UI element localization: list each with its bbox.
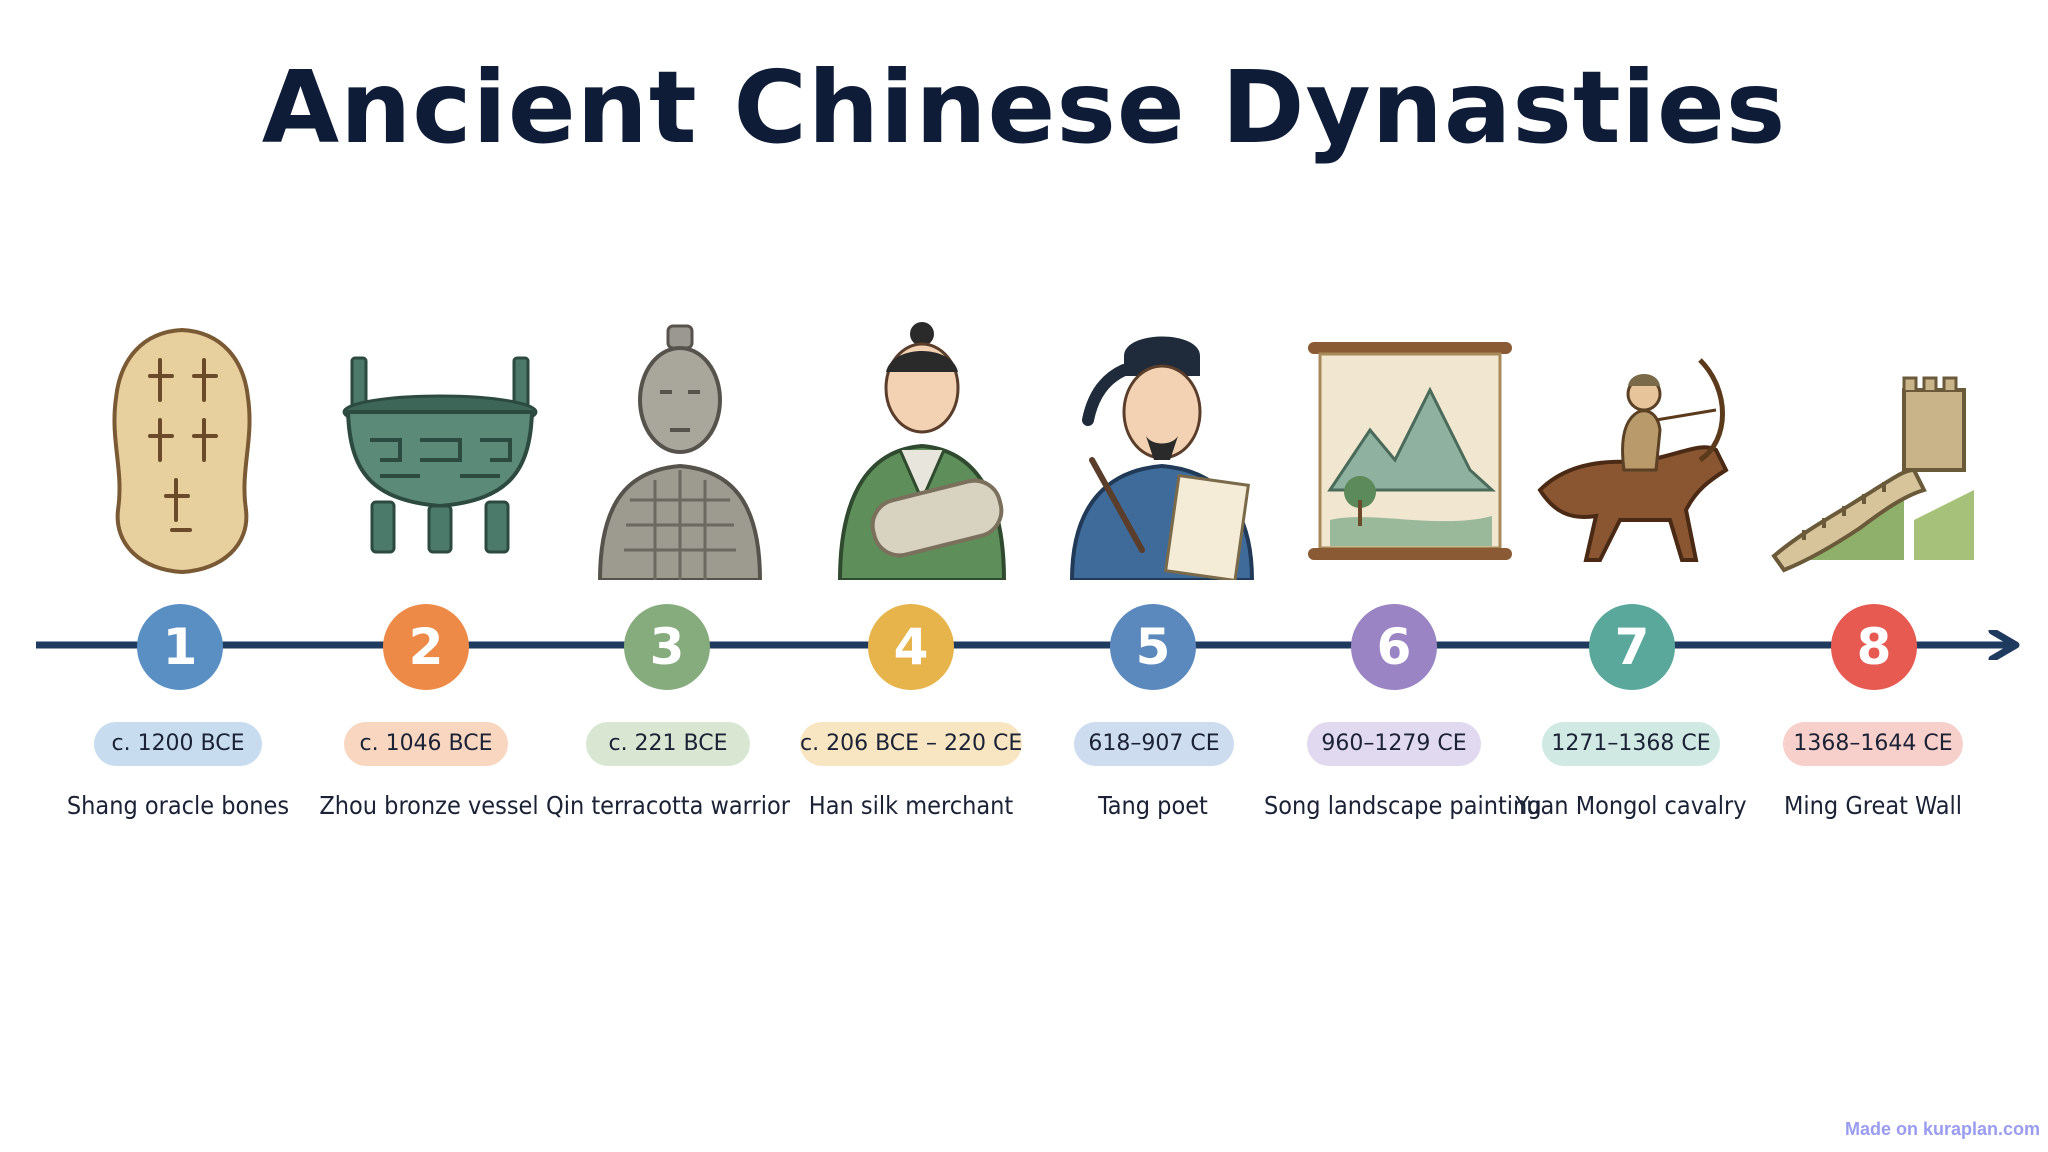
event-label-6: Song landscape painting <box>1264 791 1542 820</box>
marker-6: 6 <box>1351 604 1437 690</box>
marker-1: 1 <box>137 604 223 690</box>
landscape-scroll-icon <box>1308 342 1512 560</box>
horse-archer-icon <box>1537 358 1729 562</box>
marker-7: 7 <box>1589 604 1675 690</box>
date-badge-7: 1271–1368 CE <box>1542 722 1720 766</box>
great-wall-icon <box>1771 376 1974 573</box>
event-label-5: Tang poet <box>1098 791 1208 820</box>
date-badge-5: 618–907 CE <box>1074 722 1234 766</box>
date-badge-6: 960–1279 CE <box>1307 722 1481 766</box>
event-label-3: Qin terracotta warrior <box>546 791 790 820</box>
date-badge-3: c. 221 BCE <box>586 722 750 766</box>
marker-8: 8 <box>1831 604 1917 690</box>
date-badge-1: c. 1200 BCE <box>94 722 262 766</box>
terracotta-warrior-icon <box>597 324 763 580</box>
event-label-4: Han silk merchant <box>808 791 1014 820</box>
event-label-2: Zhou bronze vessel <box>319 791 539 820</box>
poet-icon <box>1069 336 1255 580</box>
marker-3: 3 <box>624 604 710 690</box>
watermark[interactable]: Made on kuraplan.com <box>1844 1119 2040 1139</box>
date-badge-8: 1368–1644 CE <box>1783 722 1963 766</box>
event-label-8: Ming Great Wall <box>1784 791 1962 820</box>
silk-merchant-icon <box>837 322 1007 580</box>
bronze-vessel-icon <box>342 356 538 554</box>
oracle-bone-icon <box>112 327 252 575</box>
event-label-1: Shang oracle bones <box>66 791 290 820</box>
event-label-7: Yuan Mongol cavalry <box>1515 791 1747 820</box>
date-badge-4: c. 206 BCE – 220 CE <box>800 722 1022 766</box>
timeline-arrow <box>36 630 2020 660</box>
marker-5: 5 <box>1110 604 1196 690</box>
page-title: Ancient Chinese Dynasties <box>261 49 1787 166</box>
marker-4: 4 <box>868 604 954 690</box>
marker-2: 2 <box>383 604 469 690</box>
date-badge-2: c. 1046 BCE <box>344 722 508 766</box>
